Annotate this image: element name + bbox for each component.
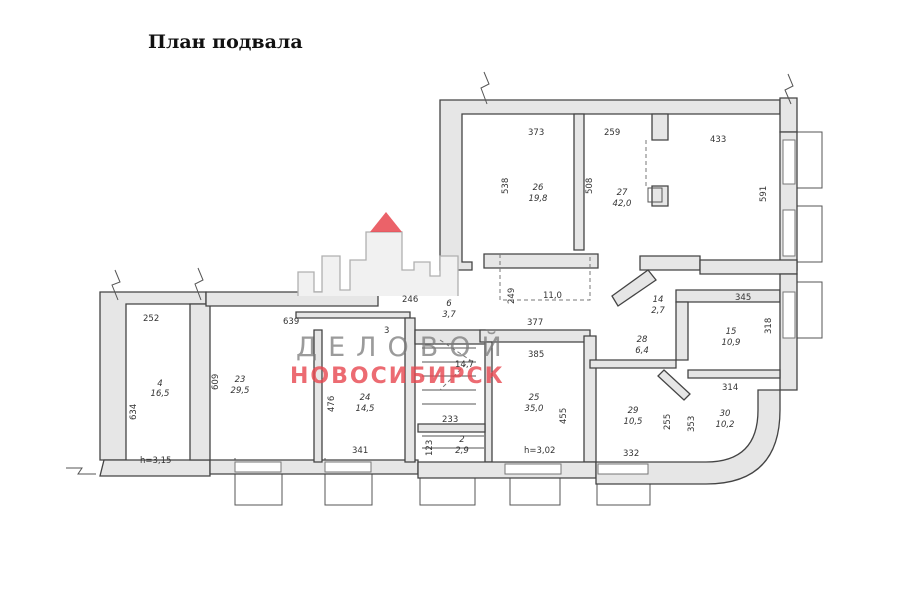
room-23-number: 23 (235, 375, 246, 385)
dim-255: 255 (663, 414, 673, 430)
dim-373: 373 (528, 128, 544, 138)
room-27-number: 27 (617, 188, 628, 198)
room-27-area: 42,0 (613, 199, 632, 209)
room-26-number: 26 (533, 183, 544, 193)
room-25-number: 25 (529, 393, 540, 403)
dim-246: 246 (402, 295, 418, 305)
dim-259: 259 (604, 128, 620, 138)
room-15-number: 15 (726, 327, 737, 337)
room-25-area: 35,0 (525, 404, 544, 414)
dimension-labels: 252 634 639 609 476 341 233 123 455 332 … (129, 128, 774, 466)
room-28-number: 28 (637, 335, 648, 345)
dim-634: 634 (129, 404, 139, 420)
watermark-line1: ДЕЛОВОЙ (296, 331, 513, 363)
dim-476: 476 (327, 396, 337, 412)
room-6-area: 3,7 (442, 310, 456, 320)
room-6-number: 6 (446, 299, 452, 309)
room-29-number: 29 (628, 406, 639, 416)
dim-385: 385 (528, 350, 544, 360)
room-2-area: 2,9 (455, 446, 469, 456)
dim-314: 314 (722, 383, 738, 393)
dim-377: 377 (527, 318, 543, 328)
ceiling-height-room-4: h=3,15 (140, 456, 171, 466)
dim-345: 345 (735, 293, 751, 303)
dim-538: 538 (501, 178, 511, 194)
room-30-area: 10,2 (716, 420, 735, 430)
window-wells-bottom (234, 458, 651, 506)
room-30-number: 30 (720, 409, 731, 419)
room-15-area: 10,9 (722, 338, 741, 348)
room-labels: 4 16,5 23 29,5 24 14,5 2 2,9 25 35,0 26 … (151, 183, 741, 456)
dim-123: 123 (425, 440, 435, 456)
watermark-logo: ДЕЛОВОЙ НОВОСИБИРСК (290, 212, 513, 389)
dim-591: 591 (759, 186, 769, 202)
dim-353: 353 (687, 416, 697, 432)
room-4-area: 16,5 (151, 389, 170, 399)
dim-3: 3 (384, 326, 389, 336)
dim-249: 249 (507, 288, 517, 304)
break-marks (66, 71, 794, 475)
room-4-number: 4 (157, 379, 162, 389)
room-2-number: 2 (459, 435, 464, 445)
dim-455: 455 (559, 408, 569, 424)
dim-508: 508 (585, 178, 595, 194)
dim-11-0: 11,0 (543, 291, 562, 301)
room-14-area: 2,7 (651, 306, 665, 316)
dim-609: 609 (211, 374, 221, 390)
dim-332: 332 (623, 449, 639, 459)
room-23-area: 29,5 (231, 386, 250, 396)
dim-233: 233 (442, 415, 458, 425)
room-28-area: 6,4 (635, 346, 649, 356)
room-24-area: 14,5 (356, 404, 375, 414)
plan-title: План подвала (148, 31, 303, 53)
dim-252: 252 (143, 314, 159, 324)
watermark-line2: НОВОСИБИРСК (290, 364, 505, 389)
dim-14-7: 14,7 (455, 360, 474, 370)
window-wells-right (797, 131, 823, 339)
windows (234, 139, 796, 475)
ceiling-height-room-25: h=3,02 (524, 446, 555, 456)
dim-318: 318 (764, 318, 774, 334)
room-29-area: 10,5 (624, 417, 643, 427)
room-26-area: 19,8 (529, 194, 549, 204)
stairs (422, 140, 663, 449)
room-14-number: 14 (653, 295, 664, 305)
dim-433: 433 (710, 135, 726, 145)
room-24-number: 24 (360, 393, 371, 403)
dim-639: 639 (283, 317, 299, 327)
dim-341: 341 (352, 446, 368, 456)
